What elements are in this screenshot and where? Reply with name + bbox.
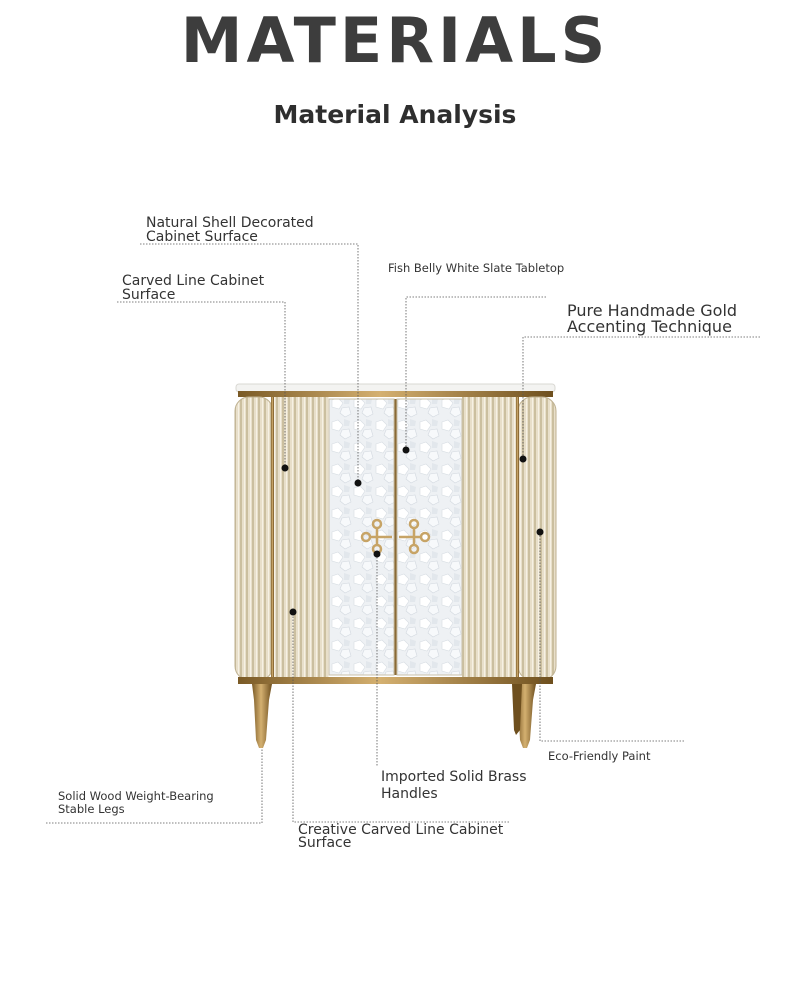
marker-dot: [402, 446, 410, 454]
slate-tabletop: [235, 383, 556, 393]
label-line: Eco-Friendly Paint: [548, 749, 651, 763]
marker-dot: [354, 479, 362, 487]
bottom-brass-trim: [238, 677, 553, 684]
right-fluted-panel: [462, 397, 518, 677]
label-line: Handles: [381, 785, 438, 802]
label-line: Accenting Technique: [567, 317, 732, 336]
marker-dot: [289, 608, 297, 616]
label-gold-accenting: Pure Handmade Gold Accenting Technique: [567, 303, 737, 335]
leader-legs: [46, 748, 263, 824]
sub-title: Material Analysis: [273, 100, 517, 129]
top-brass-trim: [238, 391, 553, 397]
right-brass-handle: [399, 518, 431, 555]
main-title: MATERIALS: [180, 4, 610, 77]
leader-gold: [522, 336, 760, 459]
label-line: Creative Carved Line Cabinet: [298, 822, 504, 838]
right-back-leg: [512, 684, 522, 735]
marker-dot: [373, 550, 381, 558]
leader-paint: [539, 532, 684, 742]
marker-dot: [281, 464, 289, 472]
label-slate-tabletop: Fish Belly White Slate Tabletop: [388, 261, 565, 275]
marker-dot: [536, 528, 544, 536]
label-shell-surface: Natural Shell Decorated Cabinet Surface: [146, 216, 314, 244]
label-line: Stable Legs: [58, 802, 125, 817]
leader-creative: [292, 612, 509, 823]
left-side-column: [234, 396, 274, 681]
label-creative-carved: Creative Carved Line Cabinet Surface: [298, 822, 504, 851]
left-leg: [252, 684, 272, 748]
left-brass-handle: [360, 518, 392, 555]
label-brass-handles: Imported Solid Brass Handles: [381, 769, 527, 803]
label-line: Surface: [122, 287, 176, 303]
right-side-column: [517, 396, 557, 681]
label-line: Natural Shell Decorated: [146, 215, 314, 231]
label-line: Surface: [298, 834, 352, 851]
label-line: Imported Solid Brass: [381, 769, 527, 785]
label-legs: Solid Wood Weight-Bearing Stable Legs: [58, 789, 214, 817]
left-fluted-panel: [273, 397, 329, 677]
leader-carved: [117, 301, 286, 468]
label-line: Cabinet Surface: [146, 229, 258, 245]
label-line: Carved Line Cabinet: [122, 273, 265, 289]
label-line: Pure Handmade Gold: [567, 301, 738, 320]
leader-shell: [140, 243, 359, 483]
label-line: Solid Wood Weight-Bearing: [58, 789, 214, 803]
label-line: Fish Belly White Slate Tabletop: [388, 261, 565, 275]
label-carved-surface: Carved Line Cabinet Surface: [122, 274, 264, 302]
marker-dot: [519, 455, 527, 463]
label-eco-paint: Eco-Friendly Paint: [548, 749, 651, 763]
